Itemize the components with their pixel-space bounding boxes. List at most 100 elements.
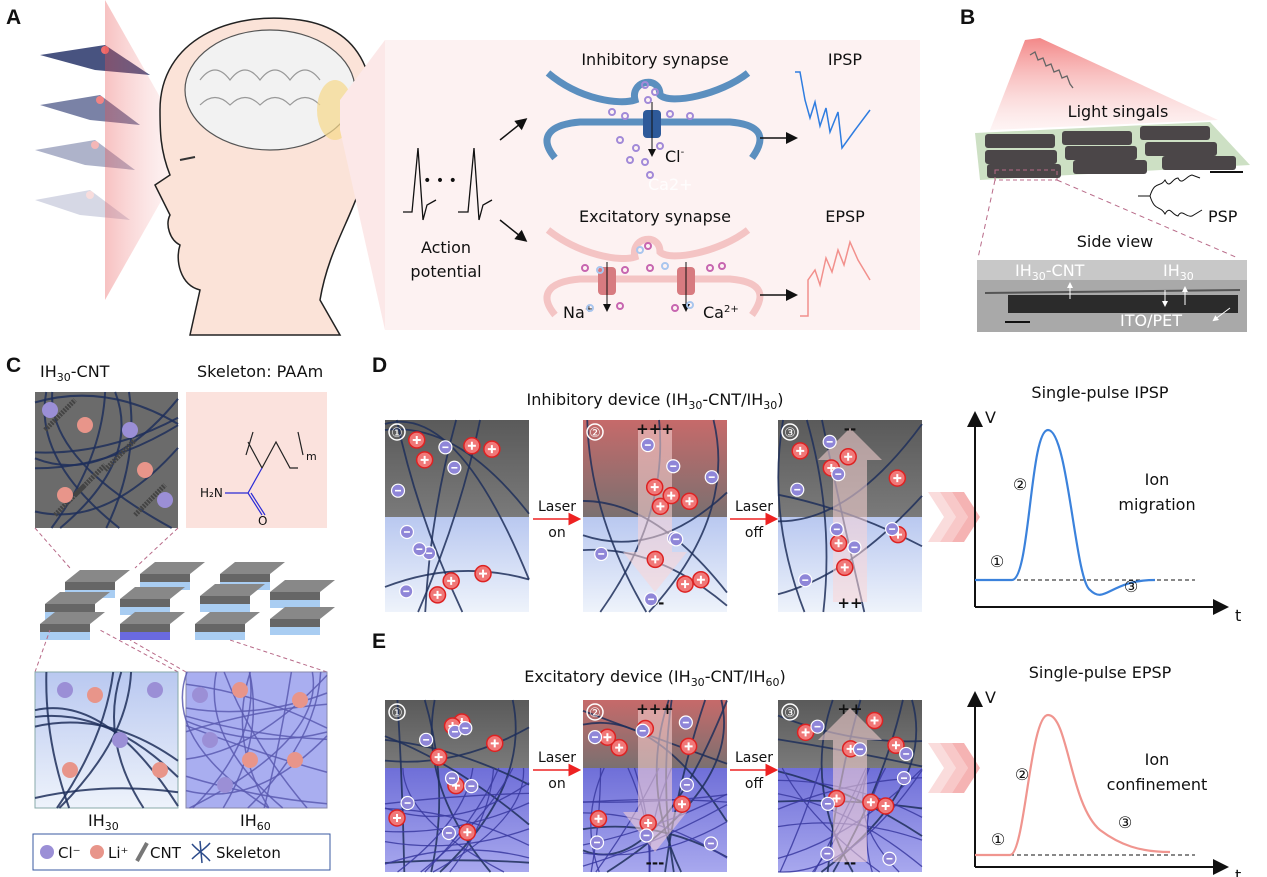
panel-d: D Inhibitory device (IH30-CNT/IH30) ① ② ++… — [372, 354, 1241, 625]
graph-title: Single-pulse EPSP — [1029, 663, 1172, 682]
skeleton-strand — [648, 419, 720, 613]
epsp-label: EPSP — [825, 207, 865, 226]
laser-label: Laser — [735, 499, 773, 515]
plus-icon — [677, 800, 686, 809]
device-bottom-layer — [270, 627, 320, 635]
action-potential-label: Action — [421, 238, 471, 257]
skeleton-icon — [191, 840, 211, 864]
device-bottom-layer — [40, 632, 90, 640]
annotation-line-2: migration — [1118, 495, 1195, 514]
cation-vesicle — [661, 262, 669, 270]
plus-icon — [796, 446, 805, 455]
device-side — [45, 604, 95, 612]
skeleton-strand — [192, 671, 252, 809]
cation-vesicle — [644, 242, 652, 250]
plus-icon — [834, 539, 843, 548]
epsp-trace — [800, 239, 871, 317]
step-marker: ① — [991, 830, 1005, 849]
legend: Cl⁻ Li⁺ CNT Skeleton — [40, 840, 281, 864]
skeleton-strand — [34, 416, 179, 454]
epsp-curve — [975, 713, 1171, 857]
plus-icon — [603, 733, 612, 742]
skeleton-strand — [384, 726, 530, 763]
laser-state-label: off — [745, 525, 764, 541]
zoom-line — [1056, 179, 1239, 259]
graph-title: Single-pulse IPSP — [1031, 383, 1168, 402]
device-top-layer — [270, 607, 335, 619]
device-side — [195, 624, 245, 632]
cl-ion-icon — [57, 682, 73, 698]
chloride-vesicle — [686, 112, 694, 120]
plus-icon — [433, 590, 442, 599]
device-bottom-layer — [120, 632, 170, 640]
zoom-wedge — [340, 40, 385, 330]
inhibitory-synapse-title: Inhibitory synapse — [581, 50, 728, 69]
skeleton-strand — [50, 391, 107, 529]
surface-charge-bottom: ++ — [837, 594, 862, 612]
plus-icon — [844, 452, 853, 461]
light-beam-b — [990, 38, 1218, 130]
skeleton-title: Skeleton: PAAm — [197, 362, 323, 381]
plus-icon — [667, 491, 676, 500]
panel-label-d: D — [372, 354, 387, 377]
step-indicator: ① — [388, 703, 406, 721]
plus-icon — [685, 497, 694, 506]
li-ion-icon — [152, 762, 168, 778]
device-top-layer — [45, 592, 110, 604]
plus-icon — [650, 483, 659, 492]
device-top-layer — [270, 580, 335, 592]
step-circle — [388, 423, 406, 441]
skeleton-strand — [185, 692, 328, 713]
skeleton-strand — [384, 420, 530, 580]
panel-label-c: C — [6, 354, 21, 377]
step-marker: ② — [1015, 765, 1029, 784]
skeleton-strand — [384, 570, 530, 588]
step-indicator: ② — [586, 703, 604, 721]
inhibitory-device-title: Inhibitory device (IH30-CNT/IH30) — [527, 390, 784, 412]
device-bottom-layer — [120, 607, 170, 615]
device-side — [200, 596, 250, 604]
step-circle — [388, 703, 406, 721]
cl-ion-icon — [42, 402, 58, 418]
skeleton-strand — [384, 849, 530, 865]
device-side — [65, 582, 115, 590]
surface-charge-top: -- — [844, 420, 856, 438]
excitatory-synapse-illustration — [543, 227, 764, 318]
ih30-label: IH30 — [88, 811, 119, 833]
cation-vesicle — [671, 304, 679, 312]
plus-icon — [447, 576, 456, 585]
li-ion-icon — [90, 845, 104, 859]
cl-ion-icon — [112, 732, 128, 748]
skeleton-strand — [432, 767, 525, 873]
plus-icon — [696, 575, 705, 584]
plus-icon — [866, 798, 875, 807]
plus-icon — [615, 743, 624, 752]
cation-vesicle — [718, 262, 726, 270]
skeleton-strand — [449, 767, 495, 873]
device-side — [270, 619, 320, 627]
device-array-photo — [975, 122, 1250, 181]
cnt-icon — [43, 398, 77, 432]
skeleton-strand — [606, 699, 725, 873]
ca-ion-label: Ca2+ — [703, 303, 739, 322]
chem-m: m — [306, 450, 317, 463]
device-top-layer — [195, 612, 260, 624]
step-indicator: ① — [388, 423, 406, 441]
surface-charge-bottom: --- — [646, 854, 665, 872]
skeleton-strand — [181, 671, 269, 809]
step-indicator: ③ — [781, 703, 799, 721]
device-top-layer — [200, 584, 265, 596]
na-ion-label: Na+ — [563, 303, 593, 322]
step-number: ② — [589, 426, 601, 441]
side-view-label: Side view — [1077, 232, 1154, 251]
surface-charge-top: +++ — [636, 420, 674, 438]
skeleton-strand — [384, 859, 530, 864]
skeleton-strand — [439, 699, 517, 873]
device-top-layer — [120, 612, 185, 624]
skeleton-strand — [185, 775, 328, 805]
ih30-side-label: IH30 — [1163, 261, 1194, 283]
plus-icon — [479, 569, 488, 578]
ito-pet-label: ITO/PET — [1120, 311, 1182, 330]
device-top-layer — [40, 612, 105, 624]
